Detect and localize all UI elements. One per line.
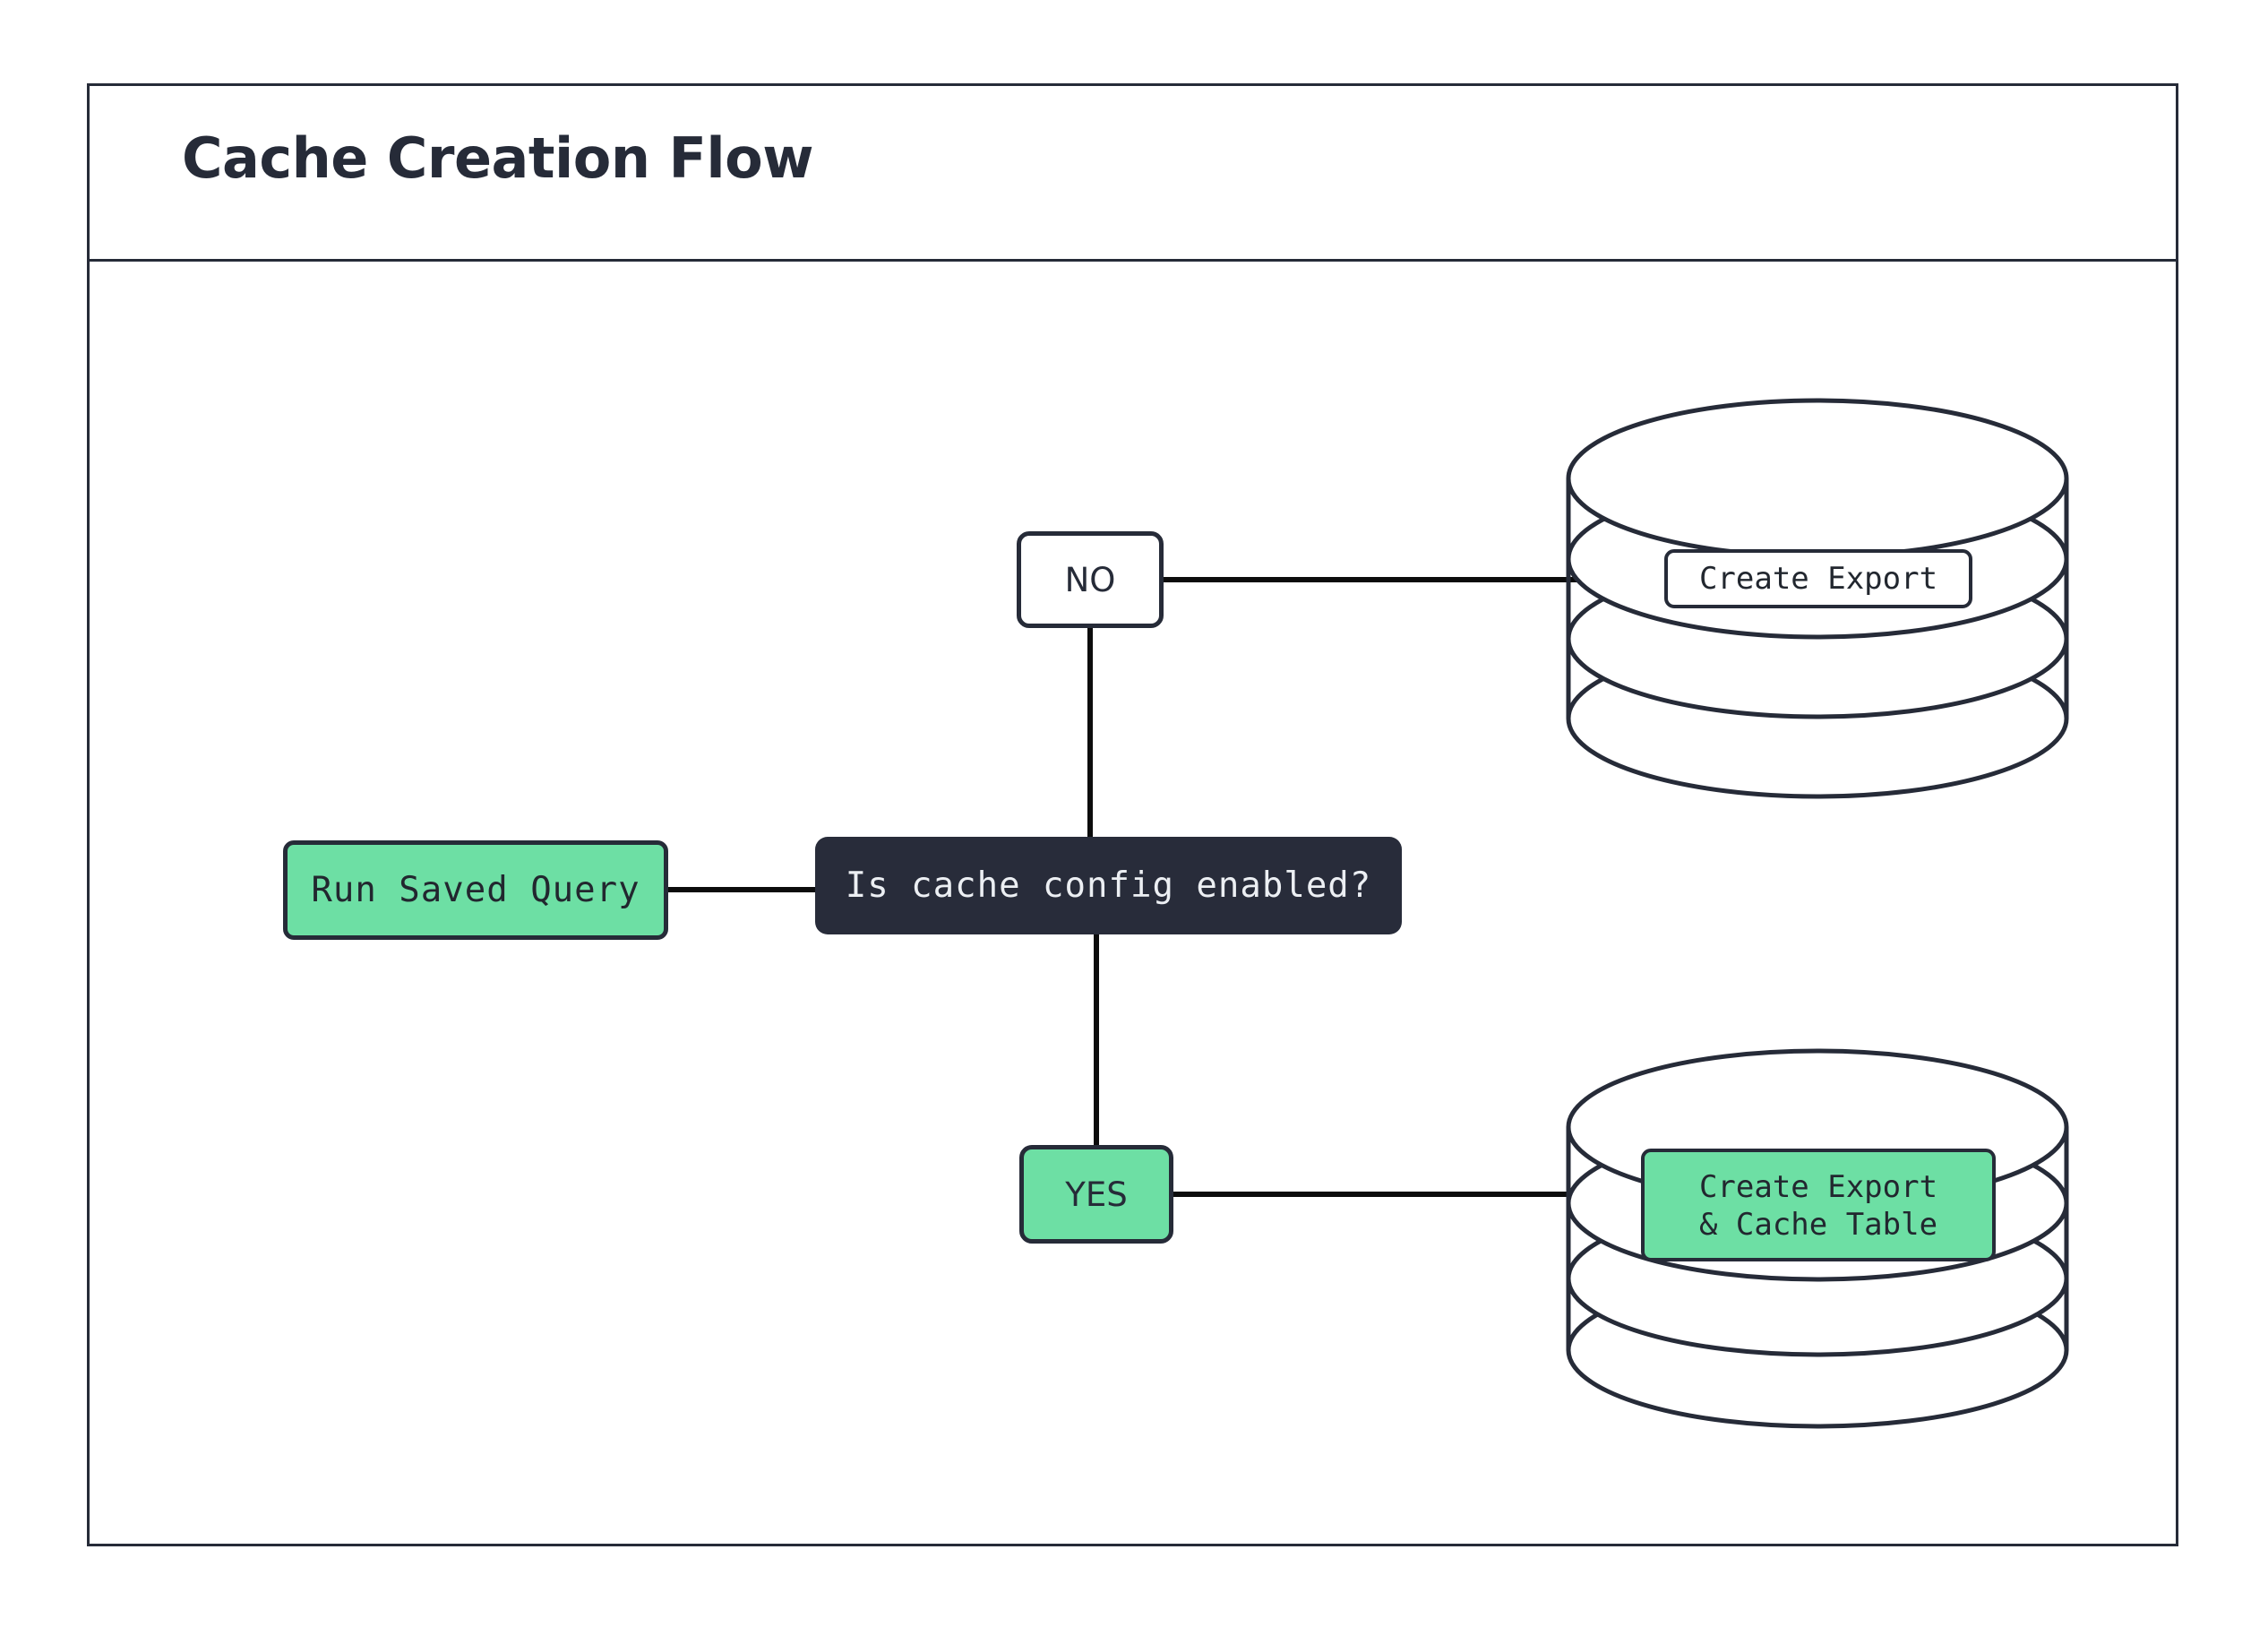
diagram-title-bar: Cache Creation Flow: [90, 86, 2176, 262]
database-label-create-export-cache-line2: & Cache Table: [1698, 1207, 1938, 1243]
node-run-saved-query[interactable]: Run Saved Query: [283, 840, 668, 940]
database-label-create-export-cache-line1: Create Export: [1698, 1168, 1938, 1205]
branch-label-yes[interactable]: YES: [1019, 1145, 1173, 1244]
branch-label-no[interactable]: NO: [1017, 531, 1164, 628]
database-label-create-export: Create Export: [1664, 549, 1972, 608]
database-label-create-export-cache: Create Export & Cache Table: [1641, 1149, 1996, 1261]
diagram-frame: Cache Creation Flow: [87, 83, 2178, 1546]
database-label-create-export-text: Create Export: [1698, 560, 1938, 597]
page-title: Cache Creation Flow: [182, 125, 814, 191]
branch-label-no-text: NO: [1064, 560, 1116, 599]
node-run-saved-query-label: Run Saved Query: [311, 870, 640, 910]
node-is-cache-config-enabled[interactable]: Is cache config enabled?: [815, 837, 1402, 934]
node-is-cache-config-enabled-label: Is cache config enabled?: [845, 865, 1372, 906]
branch-label-yes-text: YES: [1065, 1175, 1128, 1214]
